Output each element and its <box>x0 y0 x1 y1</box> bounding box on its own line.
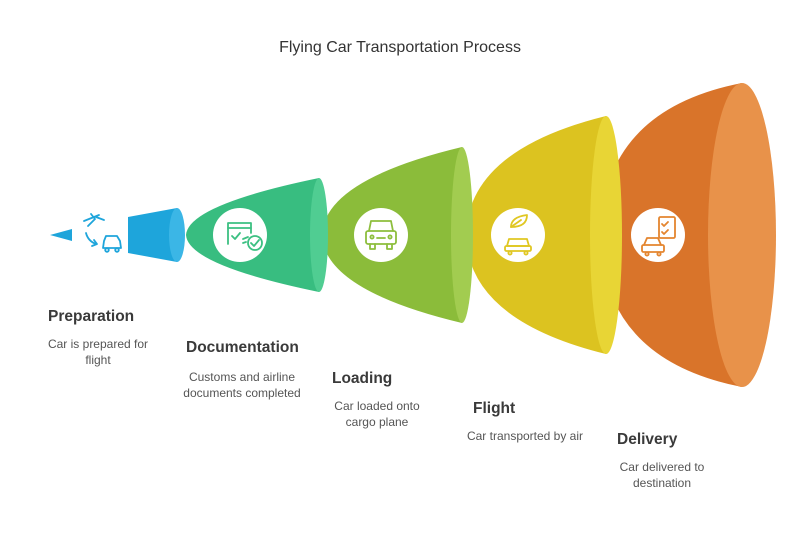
car-checklist-icon <box>631 208 685 262</box>
stage-description-documentation: Customs and airline documents completed <box>183 370 301 400</box>
stage-title-flight: Flight <box>473 400 516 417</box>
stage-delivery-segment <box>600 83 776 387</box>
vehicle-front-icon <box>354 208 408 262</box>
stage-description-preparation: Car is prepared for flight <box>47 337 149 367</box>
stage-title-preparation: Preparation <box>48 308 135 325</box>
diagram-title: Flying Car Transportation Process <box>279 39 521 56</box>
document-check-icon <box>213 208 267 262</box>
plane-and-car-icon <box>83 213 122 253</box>
stage-title-documentation: Documentation <box>186 339 299 356</box>
stage-title-loading: Loading <box>332 370 393 387</box>
stage-description-loading: Car loaded onto cargo plane <box>334 399 420 429</box>
stage-preparation-segment <box>50 208 185 262</box>
car-with-leaf-icon <box>491 208 545 262</box>
stage-description-delivery: Car delivered to destination <box>619 460 705 490</box>
stage-title-delivery: Delivery <box>617 431 678 448</box>
stage-description-flight: Car transported by air <box>466 429 584 443</box>
